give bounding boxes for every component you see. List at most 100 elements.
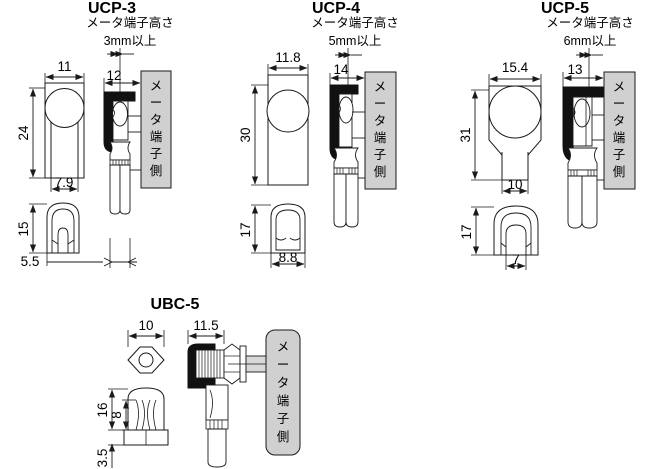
ucp4-meter-terminal-block: メ ー タ 端 子 側 xyxy=(364,71,397,190)
ucp4-side-view xyxy=(270,203,306,254)
ubc5-dim-hex-width: 10 xyxy=(127,318,165,347)
ucp5-dim-depth: 13 xyxy=(562,62,605,87)
meter-label-char-2: タ xyxy=(374,114,387,128)
ucp3-title: UCP-3 xyxy=(88,0,136,17)
ucp5-dim-neck: 10 xyxy=(501,177,529,195)
ucp5-dim-width: 15.4 xyxy=(488,60,542,86)
ubc5-dim-body-width: 11.5 xyxy=(187,318,225,344)
ucp3-55-label: 5.5 xyxy=(21,254,40,269)
meter-label-char-1: ー xyxy=(150,96,163,110)
ucp3-note-line2: 3mm以上 xyxy=(104,34,157,48)
ucp5-dim-side-height: 17 xyxy=(459,206,494,256)
ubc5-hex-width-label: 10 xyxy=(138,318,153,333)
panel-ucp-5: 15.4 31 10 17 xyxy=(458,0,636,270)
ubc5-hex-view xyxy=(127,346,165,374)
ucp5-side-view xyxy=(493,205,539,256)
ucp5-front-view xyxy=(488,85,542,181)
ucp4-assembly xyxy=(329,84,365,228)
meter-label-char-3: 端 xyxy=(374,131,387,145)
ubc5-dim-total-height: 16 xyxy=(95,388,128,431)
ucp4-side-width-label: 8.8 xyxy=(279,250,298,265)
panel-ucp-3: 11 24 7.9 15 xyxy=(16,0,174,269)
ucp4-height-label: 30 xyxy=(238,127,253,142)
meter-label-char-5: 側 xyxy=(277,430,290,444)
ucp3-dim-side-height: 15 xyxy=(16,203,47,254)
ucp3-side-height-label: 15 xyxy=(16,221,31,236)
ucp3-dim-5p5: 5.5 xyxy=(21,238,137,269)
meter-label-char-1: ー xyxy=(374,97,387,111)
meter-label-char-2: タ xyxy=(613,114,626,128)
meter-label-char-0: メ xyxy=(613,80,626,94)
ucp3-dim-neck: 7.9 xyxy=(50,175,79,193)
ucp3-clearance-note: メータ端子高さ 3mm以上 xyxy=(86,15,174,92)
ucp3-width-label: 11 xyxy=(57,59,71,74)
ucp4-depth-label: 14 xyxy=(333,62,349,77)
ubc5-dim-mid-height: 8 xyxy=(109,399,136,431)
ucp4-side-height-label: 17 xyxy=(238,222,253,237)
ucp4-dim-width: 11.8 xyxy=(267,50,309,75)
ucp3-dim-height: 24 xyxy=(16,87,45,179)
ucp5-note-line1: メータ端子高さ xyxy=(546,15,634,30)
ubc5-mid-height-label: 8 xyxy=(109,411,124,419)
ucp5-dim-height: 31 xyxy=(458,89,502,181)
meter-label-char-3: 端 xyxy=(150,130,163,144)
meter-label-char-4: 子 xyxy=(277,412,290,426)
ucp3-front-view xyxy=(44,82,85,179)
meter-label-char-3: 端 xyxy=(277,394,290,408)
ucp3-meter-terminal-block: メ ー タ 端 子 側 xyxy=(140,70,172,189)
meter-label-char-0: メ xyxy=(150,79,163,93)
ucp5-title: UCP-5 xyxy=(541,0,589,17)
meter-label-char-1: ー xyxy=(277,358,290,372)
meter-label-char-4: 子 xyxy=(613,148,626,162)
ubc5-total-height-label: 16 xyxy=(95,402,110,417)
ucp3-neck-label: 7.9 xyxy=(55,175,74,190)
ucp3-side-view xyxy=(46,202,80,254)
ucp3-assembly xyxy=(103,91,141,215)
meter-label-char-5: 側 xyxy=(613,165,626,179)
ucp5-assembly xyxy=(562,86,605,229)
ucp4-dim-height: 30 xyxy=(238,84,268,186)
meter-label-char-3: 端 xyxy=(613,131,626,145)
meter-label-char-4: 子 xyxy=(374,148,387,162)
ucp5-width-label: 15.4 xyxy=(502,60,529,75)
ucp5-dim-side-width: 7 xyxy=(505,252,527,270)
ucp3-note-line1: メータ端子高さ xyxy=(86,15,174,30)
meter-label-char-5: 側 xyxy=(374,165,387,179)
meter-label-char-0: メ xyxy=(277,340,290,354)
ucp5-height-label: 31 xyxy=(458,127,473,142)
ucp4-title: UCP-4 xyxy=(312,0,360,17)
ucp5-clearance-note: メータ端子高さ 6mm以上 xyxy=(546,15,634,87)
meter-label-char-0: メ xyxy=(374,80,387,94)
ucp5-depth-label: 13 xyxy=(567,62,582,77)
ucp5-side-height-label: 17 xyxy=(459,224,474,239)
ucp4-note-line1: メータ端子高さ xyxy=(311,15,399,30)
ucp4-clearance-note: メータ端子高さ 5mm以上 xyxy=(311,15,399,85)
ubc5-elevation-view xyxy=(123,387,169,446)
panel-ucp-4: 11.8 30 17 8.8 xyxy=(238,0,399,268)
ucp4-dim-side-height: 17 xyxy=(238,204,271,254)
ucp5-neck-label: 10 xyxy=(507,177,522,192)
ubc5-dim-base-height: 3.5 xyxy=(95,443,124,468)
ucp4-width-label: 11.8 xyxy=(275,50,300,65)
ucp3-height-label: 24 xyxy=(16,125,31,141)
meter-label-char-4: 子 xyxy=(150,147,163,161)
ucp4-note-line2: 5mm以上 xyxy=(329,34,382,48)
ubc5-title: UBC-5 xyxy=(151,296,200,313)
meter-label-char-2: タ xyxy=(150,113,163,127)
ucp3-depth-label: 12 xyxy=(106,68,121,83)
ucp3-dim-width: 11 xyxy=(44,59,85,83)
ucp5-meter-terminal-block: メ ー タ 端 子 側 xyxy=(603,71,636,190)
ubc5-assembly xyxy=(187,343,267,468)
ucp5-side-width-label: 7 xyxy=(512,252,520,267)
panel-ubc-5: 10 16 8 3.5 xyxy=(95,296,301,468)
ucp4-dim-side-width: 8.8 xyxy=(270,250,306,268)
ubc5-base-height-label: 3.5 xyxy=(95,449,110,468)
meter-label-char-5: 側 xyxy=(150,164,163,178)
ucp3-dim-depth: 12 xyxy=(103,68,142,92)
ucp5-note-line2: 6mm以上 xyxy=(564,34,617,48)
meter-label-char-1: ー xyxy=(613,97,626,111)
ucp4-dim-depth: 14 xyxy=(329,62,366,85)
ucp4-front-view xyxy=(266,74,310,186)
